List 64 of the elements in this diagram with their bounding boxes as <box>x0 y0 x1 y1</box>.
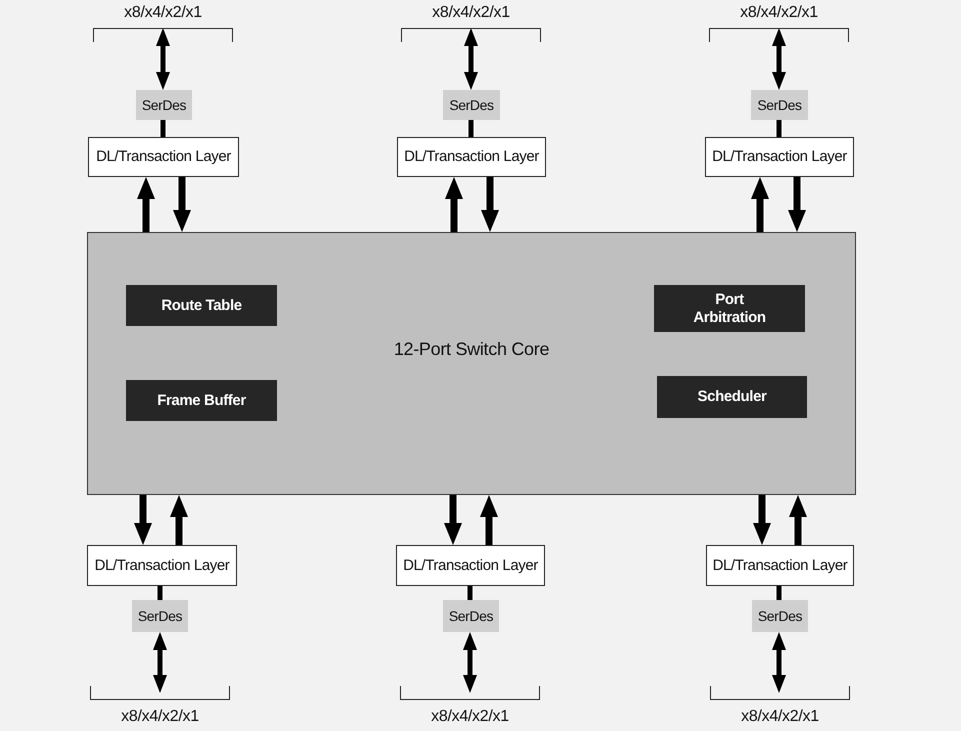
arrow <box>788 177 806 232</box>
lane-width-label: x8/x4/x2/x1 <box>430 707 510 727</box>
core-label: 12-Port Switch Core <box>392 339 550 360</box>
layer-box <box>706 545 854 586</box>
layer-box <box>87 545 237 586</box>
block-label: DL/Transaction Layer <box>404 148 539 166</box>
layer-box <box>705 137 854 177</box>
arrow <box>170 495 188 545</box>
block-label: DL/Transaction Layer <box>712 556 848 574</box>
lane-width-label: x8/x4/x2/x1 <box>120 707 200 727</box>
function-block <box>126 285 277 326</box>
lane-width-label: x8/x4/x2/x1 <box>739 3 819 23</box>
arrow <box>772 632 786 693</box>
function-block <box>654 285 805 332</box>
block-label: Frame Buffer <box>156 392 247 410</box>
block-label: DL/Transaction Layer <box>96 148 231 166</box>
block-label: DL/Transaction Layer <box>94 556 230 574</box>
block-label: DL/Transaction Layer <box>712 148 847 166</box>
serdes-box <box>443 600 499 632</box>
arrow <box>134 495 152 545</box>
connector-line <box>776 586 782 600</box>
lane-width-label: x8/x4/x2/x1 <box>431 3 511 23</box>
switch-core-box <box>87 232 856 495</box>
connector-line <box>158 586 162 600</box>
function-block <box>126 380 277 421</box>
serdes-box <box>752 600 808 632</box>
arrow <box>463 632 477 693</box>
arrow <box>772 28 786 90</box>
layer-box <box>88 137 239 177</box>
arrow <box>156 28 170 90</box>
block-label: Scheduler <box>696 388 768 406</box>
layer-box <box>396 545 545 586</box>
block-label: SerDes <box>448 608 494 624</box>
lane-width-label: x8/x4/x2/x1 <box>740 707 820 727</box>
lane-width-label: x8/x4/x2/x1 <box>123 3 203 23</box>
connector-line <box>468 586 472 600</box>
arrow <box>137 177 155 232</box>
function-block <box>657 376 807 418</box>
serdes-box <box>751 90 808 120</box>
serdes-box <box>443 90 500 120</box>
connector-line <box>468 120 474 137</box>
arrow <box>464 28 478 90</box>
arrow <box>481 177 499 232</box>
block-label: Port Arbitration <box>692 290 767 326</box>
connector-line <box>160 120 166 137</box>
block-label: DL/Transaction Layer <box>403 556 538 574</box>
arrow <box>789 495 807 545</box>
block-label: Route Table <box>160 296 243 314</box>
serdes-box <box>132 600 188 632</box>
block-label: SerDes <box>142 96 186 114</box>
arrow <box>445 177 463 232</box>
block-label: SerDes <box>758 608 802 624</box>
connector-line <box>776 120 782 137</box>
block-label: SerDes <box>138 608 182 624</box>
layer-box <box>397 137 546 177</box>
block-label: SerDes <box>757 96 802 114</box>
arrow <box>751 177 769 232</box>
block-label: SerDes <box>449 96 494 114</box>
serdes-box <box>136 90 192 120</box>
arrow <box>444 495 462 545</box>
arrow <box>153 632 167 693</box>
arrow <box>480 495 498 545</box>
arrow <box>173 177 191 232</box>
arrow <box>753 495 771 545</box>
